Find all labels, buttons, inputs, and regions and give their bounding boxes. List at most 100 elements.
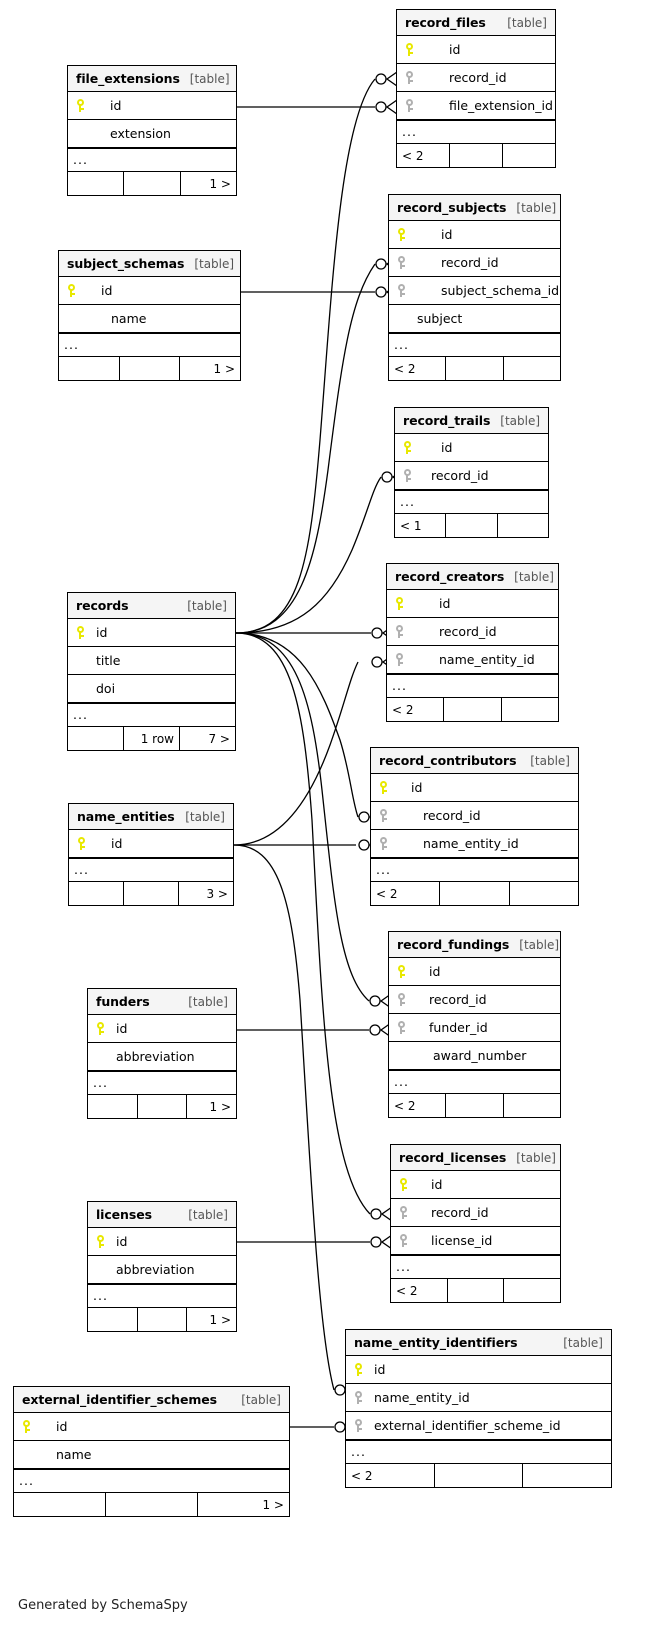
table-title: subject_schemas xyxy=(67,256,185,271)
footer-cell-left xyxy=(88,1095,138,1118)
table-record-creators[interactable]: record_creators [table] id record_id nam… xyxy=(386,563,559,722)
primary-key-icon xyxy=(387,597,411,610)
table-title: record_subjects xyxy=(397,200,507,215)
footer-cell-right: 7 > xyxy=(208,731,230,746)
table-title: record_fundings xyxy=(397,937,510,952)
column-name: funder_id xyxy=(429,1020,488,1035)
column-name: name xyxy=(111,311,147,326)
table-licenses[interactable]: licenses [table] id abbreviation ... 1 > xyxy=(87,1201,237,1332)
column-name: id xyxy=(374,1362,386,1377)
column-row[interactable]: license_id xyxy=(391,1227,560,1255)
primary-key-icon xyxy=(346,1363,370,1376)
column-row[interactable]: id xyxy=(69,830,233,858)
column-row[interactable]: id xyxy=(387,590,558,618)
column-row[interactable]: award_number xyxy=(389,1042,560,1070)
primary-key-icon xyxy=(59,284,83,297)
foreign-key-icon xyxy=(387,625,411,638)
column-row[interactable]: title xyxy=(68,647,235,675)
column-name: name_entity_id xyxy=(439,652,535,667)
table-record-licenses[interactable]: record_licenses [table] id record_id lic… xyxy=(390,1144,561,1303)
footer-cell-left xyxy=(69,882,124,905)
column-row[interactable]: id xyxy=(395,434,548,462)
column-row[interactable]: id xyxy=(397,36,555,64)
column-row[interactable]: record_id xyxy=(397,64,555,92)
column-row[interactable]: external_identifier_scheme_id xyxy=(346,1412,611,1440)
column-row[interactable]: record_id xyxy=(391,1199,560,1227)
footer-cell-right: 1 > xyxy=(262,1497,284,1512)
column-row[interactable]: record_id xyxy=(395,462,548,490)
column-row[interactable]: name_entity_id xyxy=(387,646,558,674)
table-title: licenses xyxy=(96,1207,152,1222)
footer-cell-right: 1 > xyxy=(213,361,236,376)
column-row[interactable]: subject_schema_id xyxy=(389,277,560,305)
column-row[interactable]: record_id xyxy=(389,249,560,277)
column-row[interactable]: extension xyxy=(68,120,236,148)
column-row[interactable]: record_id xyxy=(371,802,578,830)
column-name: id xyxy=(431,1177,443,1192)
column-row[interactable]: id xyxy=(68,92,236,120)
table-record-files[interactable]: record_files [table] id record_id file_e… xyxy=(396,9,556,168)
column-row[interactable]: abbreviation xyxy=(88,1256,236,1284)
table-type-tag: [table] xyxy=(514,569,554,584)
column-row[interactable]: file_extension_id xyxy=(397,92,555,120)
column-name: doi xyxy=(96,681,116,696)
table-name-entity-identifiers[interactable]: name_entity_identifiers [table] id name_… xyxy=(345,1329,612,1488)
footer-cell-mid xyxy=(124,172,181,195)
primary-key-icon xyxy=(395,441,419,454)
footer-cell-mid xyxy=(124,882,179,905)
table-type-tag: [table] xyxy=(188,1207,228,1222)
column-row[interactable]: id xyxy=(389,958,560,986)
column-name: abbreviation xyxy=(116,1262,195,1277)
table-header: name_entity_identifiers [table] xyxy=(346,1330,611,1356)
column-row[interactable]: name xyxy=(59,305,240,333)
table-type-tag: [table] xyxy=(519,937,560,952)
primary-key-icon xyxy=(14,1420,38,1433)
more-columns-indicator: ... xyxy=(346,1440,611,1464)
table-record-fundings[interactable]: record_fundings [table] id record_id fun… xyxy=(388,931,561,1118)
footer-cell-right xyxy=(504,357,560,380)
table-header: record_subjects [table] xyxy=(389,195,560,221)
footer-cell-left: < 2 xyxy=(389,357,447,380)
table-record-subjects[interactable]: record_subjects [table] id record_id sub… xyxy=(388,194,561,381)
foreign-key-icon xyxy=(387,653,411,666)
table-record-trails[interactable]: record_trails [table] id record_id ... <… xyxy=(394,407,549,538)
column-row[interactable]: id xyxy=(346,1356,611,1384)
column-row[interactable]: id xyxy=(59,277,240,305)
table-records[interactable]: records [table] id title doi ... 1 row 7… xyxy=(67,592,236,751)
column-row[interactable]: id xyxy=(88,1015,236,1043)
table-header: records [table] xyxy=(68,593,235,619)
table-external-identifier-schemes[interactable]: external_identifier_schemes [table] id n… xyxy=(13,1386,290,1517)
footer-cell-mid xyxy=(120,357,181,380)
column-name: record_id xyxy=(423,808,481,823)
column-row[interactable]: subject xyxy=(389,305,560,333)
column-name: record_id xyxy=(431,1205,489,1220)
column-row[interactable]: doi xyxy=(68,675,235,703)
column-name: record_id xyxy=(429,992,487,1007)
column-row[interactable]: id xyxy=(88,1228,236,1256)
column-row[interactable]: record_id xyxy=(387,618,558,646)
column-row[interactable]: abbreviation xyxy=(88,1043,236,1071)
column-row[interactable]: name_entity_id xyxy=(346,1384,611,1412)
footer-cell-left: < 1 xyxy=(395,514,447,537)
table-funders[interactable]: funders [table] id abbreviation ... 1 > xyxy=(87,988,237,1119)
table-file-extensions[interactable]: file_extensions [table] id extension ...… xyxy=(67,65,237,196)
column-row[interactable]: id xyxy=(389,221,560,249)
column-name: id xyxy=(56,1419,68,1434)
table-name-entities[interactable]: name_entities [table] id ... 3 > xyxy=(68,803,234,906)
column-row[interactable]: record_id xyxy=(389,986,560,1014)
table-footer: 1 > xyxy=(88,1095,236,1118)
column-name: name xyxy=(56,1447,92,1462)
table-footer: 3 > xyxy=(69,882,233,905)
column-row[interactable]: name_entity_id xyxy=(371,830,578,858)
column-row[interactable]: id xyxy=(14,1413,289,1441)
column-row[interactable]: id xyxy=(391,1171,560,1199)
table-subject-schemas[interactable]: subject_schemas [table] id name ... 1 > xyxy=(58,250,241,381)
column-row[interactable]: name xyxy=(14,1441,289,1469)
table-footer: < 2 xyxy=(397,144,555,167)
column-row[interactable]: funder_id xyxy=(389,1014,560,1042)
table-record-contributors[interactable]: record_contributors [table] id record_id… xyxy=(370,747,579,906)
column-row[interactable]: id xyxy=(371,774,578,802)
column-name: external_identifier_scheme_id xyxy=(374,1418,561,1433)
footer-cell-mid xyxy=(444,698,502,721)
column-row[interactable]: id xyxy=(68,619,235,647)
